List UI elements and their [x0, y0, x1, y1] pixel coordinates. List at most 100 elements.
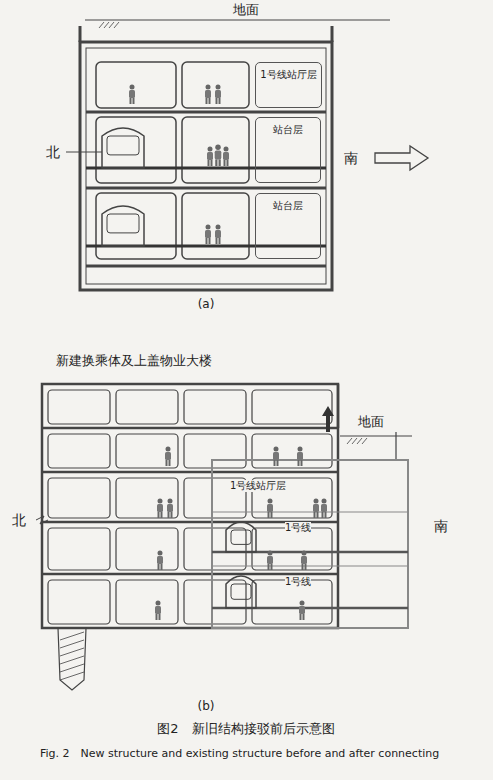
annotation-label: 北	[12, 512, 26, 528]
outline	[184, 390, 246, 424]
outline	[96, 62, 176, 108]
structure-line	[331, 26, 334, 42]
outline	[48, 580, 110, 624]
person-figure	[267, 551, 273, 571]
structure-line	[42, 573, 338, 576]
person-figure	[167, 499, 173, 519]
outline	[96, 193, 176, 259]
structure-line	[66, 152, 102, 153]
person-figure	[155, 601, 161, 621]
structure-line	[352, 438, 357, 444]
outline	[252, 528, 332, 570]
outline	[116, 528, 178, 570]
panel-a	[66, 20, 428, 290]
outline	[116, 580, 178, 624]
person-figure	[157, 551, 163, 571]
structure-line	[340, 435, 412, 436]
person-figure	[165, 447, 171, 467]
structure-line	[60, 640, 84, 648]
structure-line	[357, 438, 362, 444]
person-figure	[313, 499, 319, 519]
break-line	[36, 516, 48, 524]
outline	[80, 42, 332, 290]
structure-line	[60, 648, 84, 656]
structure-line	[86, 111, 326, 114]
annotation-label: 地面	[358, 415, 384, 430]
person-figure	[215, 145, 222, 166]
up-arrow	[322, 406, 334, 432]
structure-line	[85, 19, 390, 20]
annotation-label: 1号线	[285, 522, 311, 534]
outline	[116, 478, 178, 518]
structure-line	[86, 265, 326, 268]
outline	[116, 434, 178, 468]
structure-line	[104, 22, 109, 28]
person-figure	[207, 147, 213, 167]
outline	[48, 478, 110, 518]
train-section	[226, 576, 256, 608]
structure-line	[60, 664, 84, 672]
structure-line	[60, 656, 84, 664]
outline	[184, 580, 246, 624]
annotation-label: (b)	[198, 700, 215, 714]
person-figure	[321, 499, 327, 519]
person-figure	[299, 601, 305, 621]
train-section	[226, 522, 256, 552]
person-figure	[273, 447, 279, 467]
outline	[86, 48, 326, 284]
structure-line	[60, 632, 84, 640]
panel-b	[36, 384, 412, 690]
annotation-label: 1号线站厅层	[230, 480, 286, 492]
structure-line	[99, 22, 104, 28]
annotation-label: 1号线	[285, 576, 311, 588]
outline	[182, 117, 249, 183]
room-box: 1号线站厅层	[255, 62, 322, 108]
person-figure	[205, 225, 211, 245]
person-figure	[157, 499, 163, 519]
outline	[184, 434, 246, 468]
annotation-label: 南	[434, 518, 448, 534]
annotation-label: 地面	[233, 3, 259, 18]
structure-line	[60, 672, 84, 680]
structure-line	[42, 427, 338, 430]
person-figure	[301, 551, 307, 571]
structure-line	[114, 22, 119, 28]
structure-line	[212, 511, 408, 512]
annotation-label: (a)	[198, 298, 215, 312]
annotation-label: Fig. 2 New structure and existing struct…	[40, 748, 470, 761]
room-box: 站台层	[255, 117, 321, 183]
outline	[252, 390, 332, 424]
structure-line	[86, 187, 326, 190]
person-figure	[215, 85, 221, 105]
annotation-label: 北	[46, 144, 60, 160]
figure-caption: 图2 新旧结构接驳前后示意图	[157, 722, 334, 737]
person-figure	[267, 499, 273, 519]
train-section	[102, 206, 144, 246]
annotation-label: 南	[344, 150, 358, 166]
outline	[252, 434, 332, 468]
outline	[48, 390, 110, 424]
structure-line	[79, 26, 82, 42]
outline	[184, 528, 246, 570]
pile	[58, 628, 86, 690]
person-figure	[129, 85, 135, 105]
outline	[42, 384, 338, 628]
annotation-label: 新建换乘体及上盖物业大楼	[56, 354, 212, 369]
person-figure	[215, 225, 221, 245]
structure-line	[362, 438, 367, 444]
structure-line	[212, 565, 408, 566]
outline	[48, 528, 110, 570]
outline	[212, 460, 408, 628]
room-label: 站台层	[272, 199, 304, 213]
room-label: 站台层	[272, 123, 304, 137]
outline	[182, 62, 249, 108]
outline	[48, 434, 110, 468]
room-box: 站台层	[255, 193, 321, 259]
structure-line	[109, 22, 114, 28]
structure-line	[337, 384, 340, 428]
person-figure	[223, 147, 229, 167]
person-figure	[205, 85, 211, 105]
train-section	[102, 128, 144, 168]
